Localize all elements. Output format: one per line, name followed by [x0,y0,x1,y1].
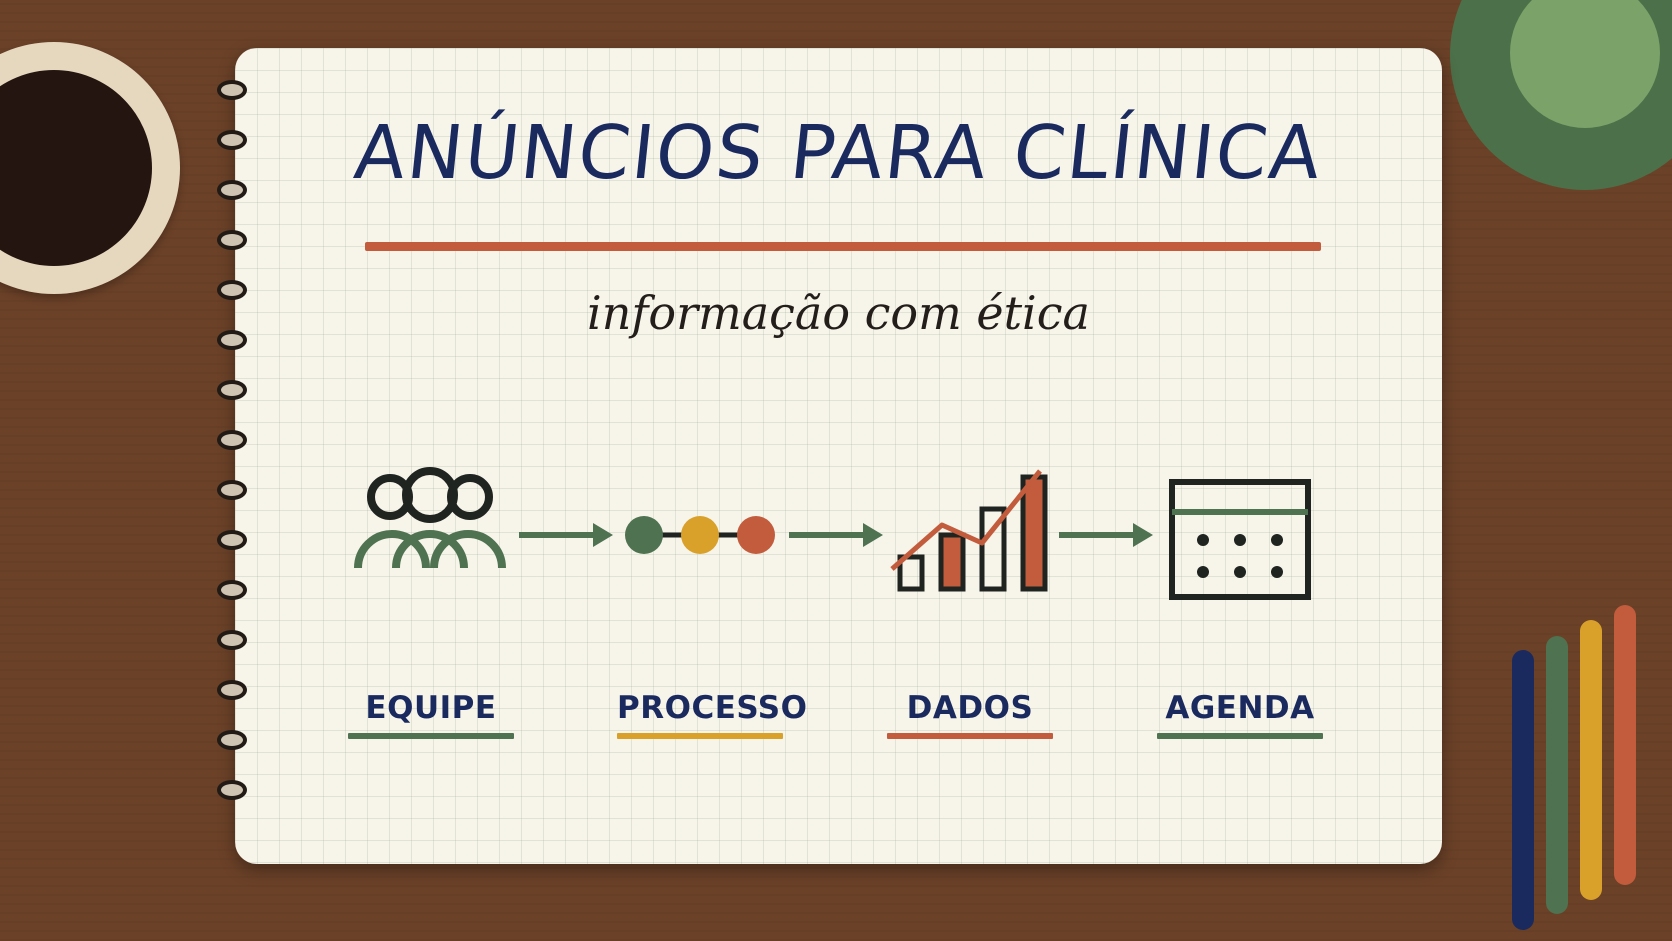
spiral-ring [217,330,247,350]
pencil-gold-icon [1580,620,1602,900]
spiral-ring [217,130,247,150]
page-title: ANÚNCIOS PARA CLÍNICA [350,110,1327,196]
step-label-equipe: EQUIPE [365,690,497,726]
pencil-navy-icon [1512,650,1534,930]
spiral-ring [217,480,247,500]
calendar-frame [1169,479,1311,600]
chart-bar [1020,474,1048,592]
spiral-ring [217,230,247,250]
step-underline-processo [617,733,783,739]
spiral-ring [217,680,247,700]
spiral-ring [217,430,247,450]
spiral-ring [217,80,247,100]
spiral-ring [217,630,247,650]
spiral-ring [217,530,247,550]
spiral-ring [217,580,247,600]
arrow-right-icon [1059,523,1153,547]
process-dot-green [625,516,663,554]
spiral-ring [217,730,247,750]
plant-leaf [1510,0,1660,128]
step-label-processo: PROCESSO [617,690,808,726]
process-dot-gold [681,516,719,554]
step-underline-equipe [348,733,514,739]
spiral-ring [217,280,247,300]
chart-bar [897,554,925,592]
spiral-ring [217,380,247,400]
page-subtitle: informação com ética [587,286,1090,340]
chart-bar [938,532,966,592]
spiral-ring [217,780,247,800]
chart-bar [979,506,1007,592]
pencil-green-icon [1546,636,1568,914]
team-member-body [430,530,506,569]
spiral-ring [217,180,247,200]
coffee-surface [0,70,152,266]
arrow-right-icon [519,523,613,547]
arrow-right-icon [789,523,883,547]
step-underline-agenda [1157,733,1323,739]
calendar-icon [1169,479,1311,600]
team-member-body [392,530,468,569]
calendar-days [1197,534,1283,578]
team-icon [354,467,506,569]
process-dots-icon [625,516,775,554]
step-label-dados: DADOS [906,690,1034,726]
notebook-page [235,48,1442,864]
process-dot-terracotta [737,516,775,554]
pencil-terracotta-icon [1614,605,1636,885]
step-underline-dados [887,733,1053,739]
bar-chart-icon [890,469,1048,592]
title-underline [365,242,1321,251]
team-member-body [354,530,430,569]
trend-line [890,469,1042,571]
step-label-agenda: AGENDA [1165,690,1315,726]
team-member-head [402,467,458,523]
